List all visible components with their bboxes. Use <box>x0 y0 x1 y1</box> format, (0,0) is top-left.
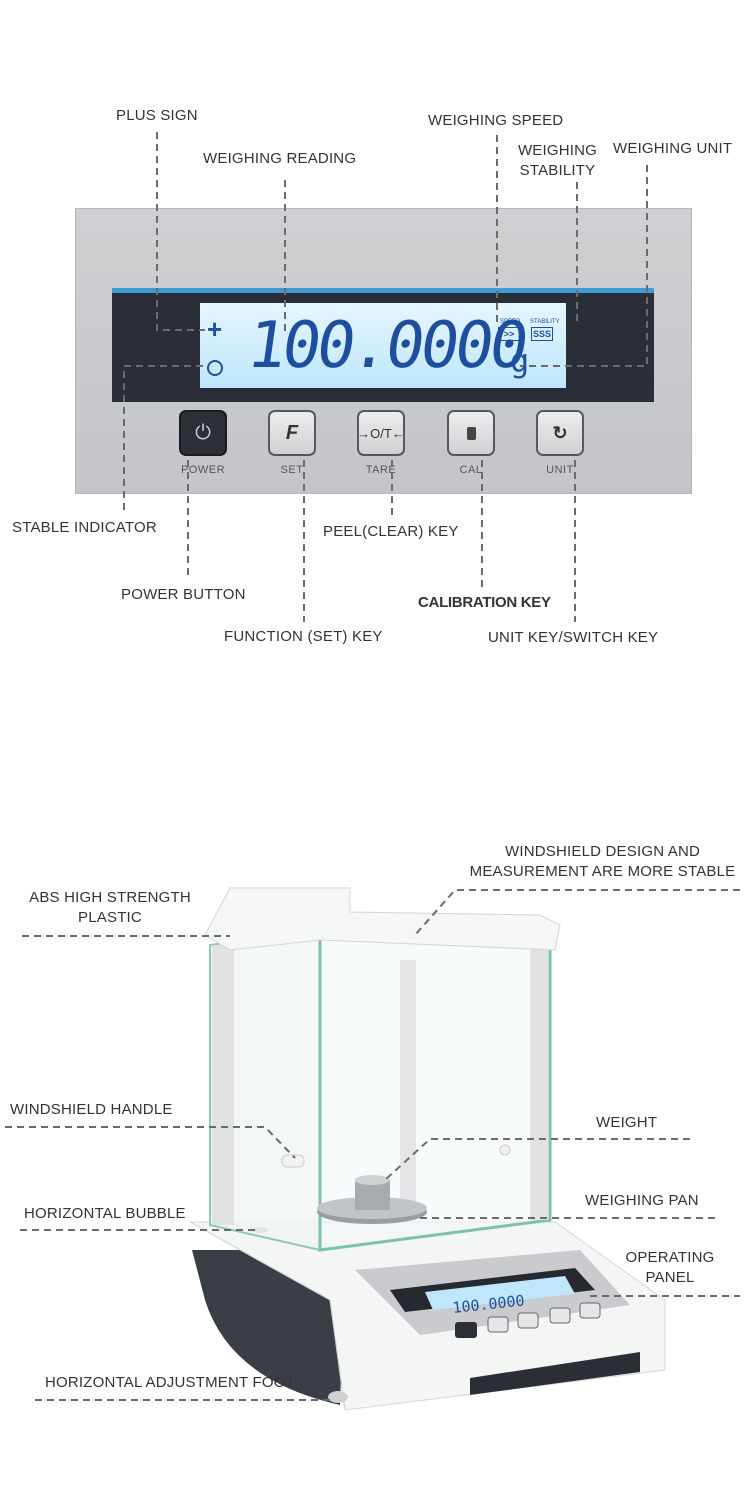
abs-top-cover <box>204 887 561 951</box>
tare-button[interactable]: →O/T← <box>357 410 405 456</box>
stability-indicator-icon: SSS <box>531 327 553 341</box>
weighing-unit: g <box>510 342 530 380</box>
callout-horizontal-bubble: HORIZONTAL BUBBLE <box>24 1205 186 1222</box>
callout-operating-panel: OPERATING PANEL <box>625 1249 715 1286</box>
callout-unit-key: UNIT KEY/SWITCH KEY <box>488 629 659 646</box>
callout-plus-sign: PLUS SIGN <box>116 107 198 124</box>
callout-weight: WEIGHT <box>596 1114 658 1131</box>
callout-adjustment-foot: HORIZONTAL ADJUSTMENT FOOT <box>45 1374 295 1391</box>
left-pillar <box>212 945 234 1225</box>
callout-peel-key: PEEL(CLEAR) KEY <box>323 523 459 540</box>
callout-weighing-speed: WEIGHING SPEED <box>428 112 564 129</box>
switch-arrows-icon: ↻ <box>552 422 568 443</box>
calibration-weight-icon <box>466 426 476 440</box>
callout-windshield-design: WINDSHIELD DESIGN AND MEASUREMENT ARE MO… <box>469 843 736 880</box>
balance-base-slot <box>470 1352 640 1395</box>
power-icon: ⏻ <box>195 421 211 444</box>
horizontal-bubble <box>252 1227 268 1233</box>
function-f-icon: F <box>285 421 299 444</box>
set-button[interactable]: F <box>268 410 316 456</box>
callout-weighing-pan: WEIGHING PAN <box>585 1192 699 1209</box>
weight <box>355 1180 390 1210</box>
callout-weighing-reading: WEIGHING READING <box>203 150 357 167</box>
power-key-label: POWER <box>180 464 226 476</box>
callout-windshield-handle: WINDSHIELD HANDLE <box>10 1101 173 1118</box>
tare-key-label: TARE <box>365 464 397 476</box>
lcd-display <box>200 303 566 388</box>
callout-function-key: FUNCTION (SET) KEY <box>224 628 383 645</box>
callout-stable-indicator: STABLE INDICATOR <box>12 519 157 536</box>
callout-abs-plastic: ABS HIGH STRENGTH PLASTIC <box>29 889 191 926</box>
callout-power-button: POWER BUTTON <box>121 586 246 603</box>
tare-icon: →O/T← <box>357 425 405 441</box>
adjustment-foot <box>328 1391 348 1403</box>
cal-button[interactable] <box>447 410 495 456</box>
unit-key-label: UNIT <box>546 464 574 476</box>
mini-power-key <box>455 1322 477 1338</box>
set-key-label: SET <box>280 464 304 476</box>
plus-sign-indicator: + <box>207 314 223 344</box>
callout-calibration-key: CALIBRATION KEY <box>418 594 551 611</box>
windshield-handle <box>281 1154 305 1168</box>
speed-indicator-label: SPEED <box>500 319 521 325</box>
callout-weighing-unit: WEIGHING UNIT <box>613 140 733 157</box>
callout-weighing-stability: WEIGHING STABILITY <box>517 142 598 179</box>
unit-button[interactable]: ↻ <box>536 410 584 456</box>
cal-key-label: CAL <box>459 464 483 476</box>
stable-indicator-icon <box>207 360 223 376</box>
stability-indicator-label: STABILITY <box>530 319 560 325</box>
speed-indicator-icon: >> <box>498 327 520 341</box>
balance-base-side <box>192 1250 345 1405</box>
power-button[interactable]: ⏻ <box>179 410 227 456</box>
